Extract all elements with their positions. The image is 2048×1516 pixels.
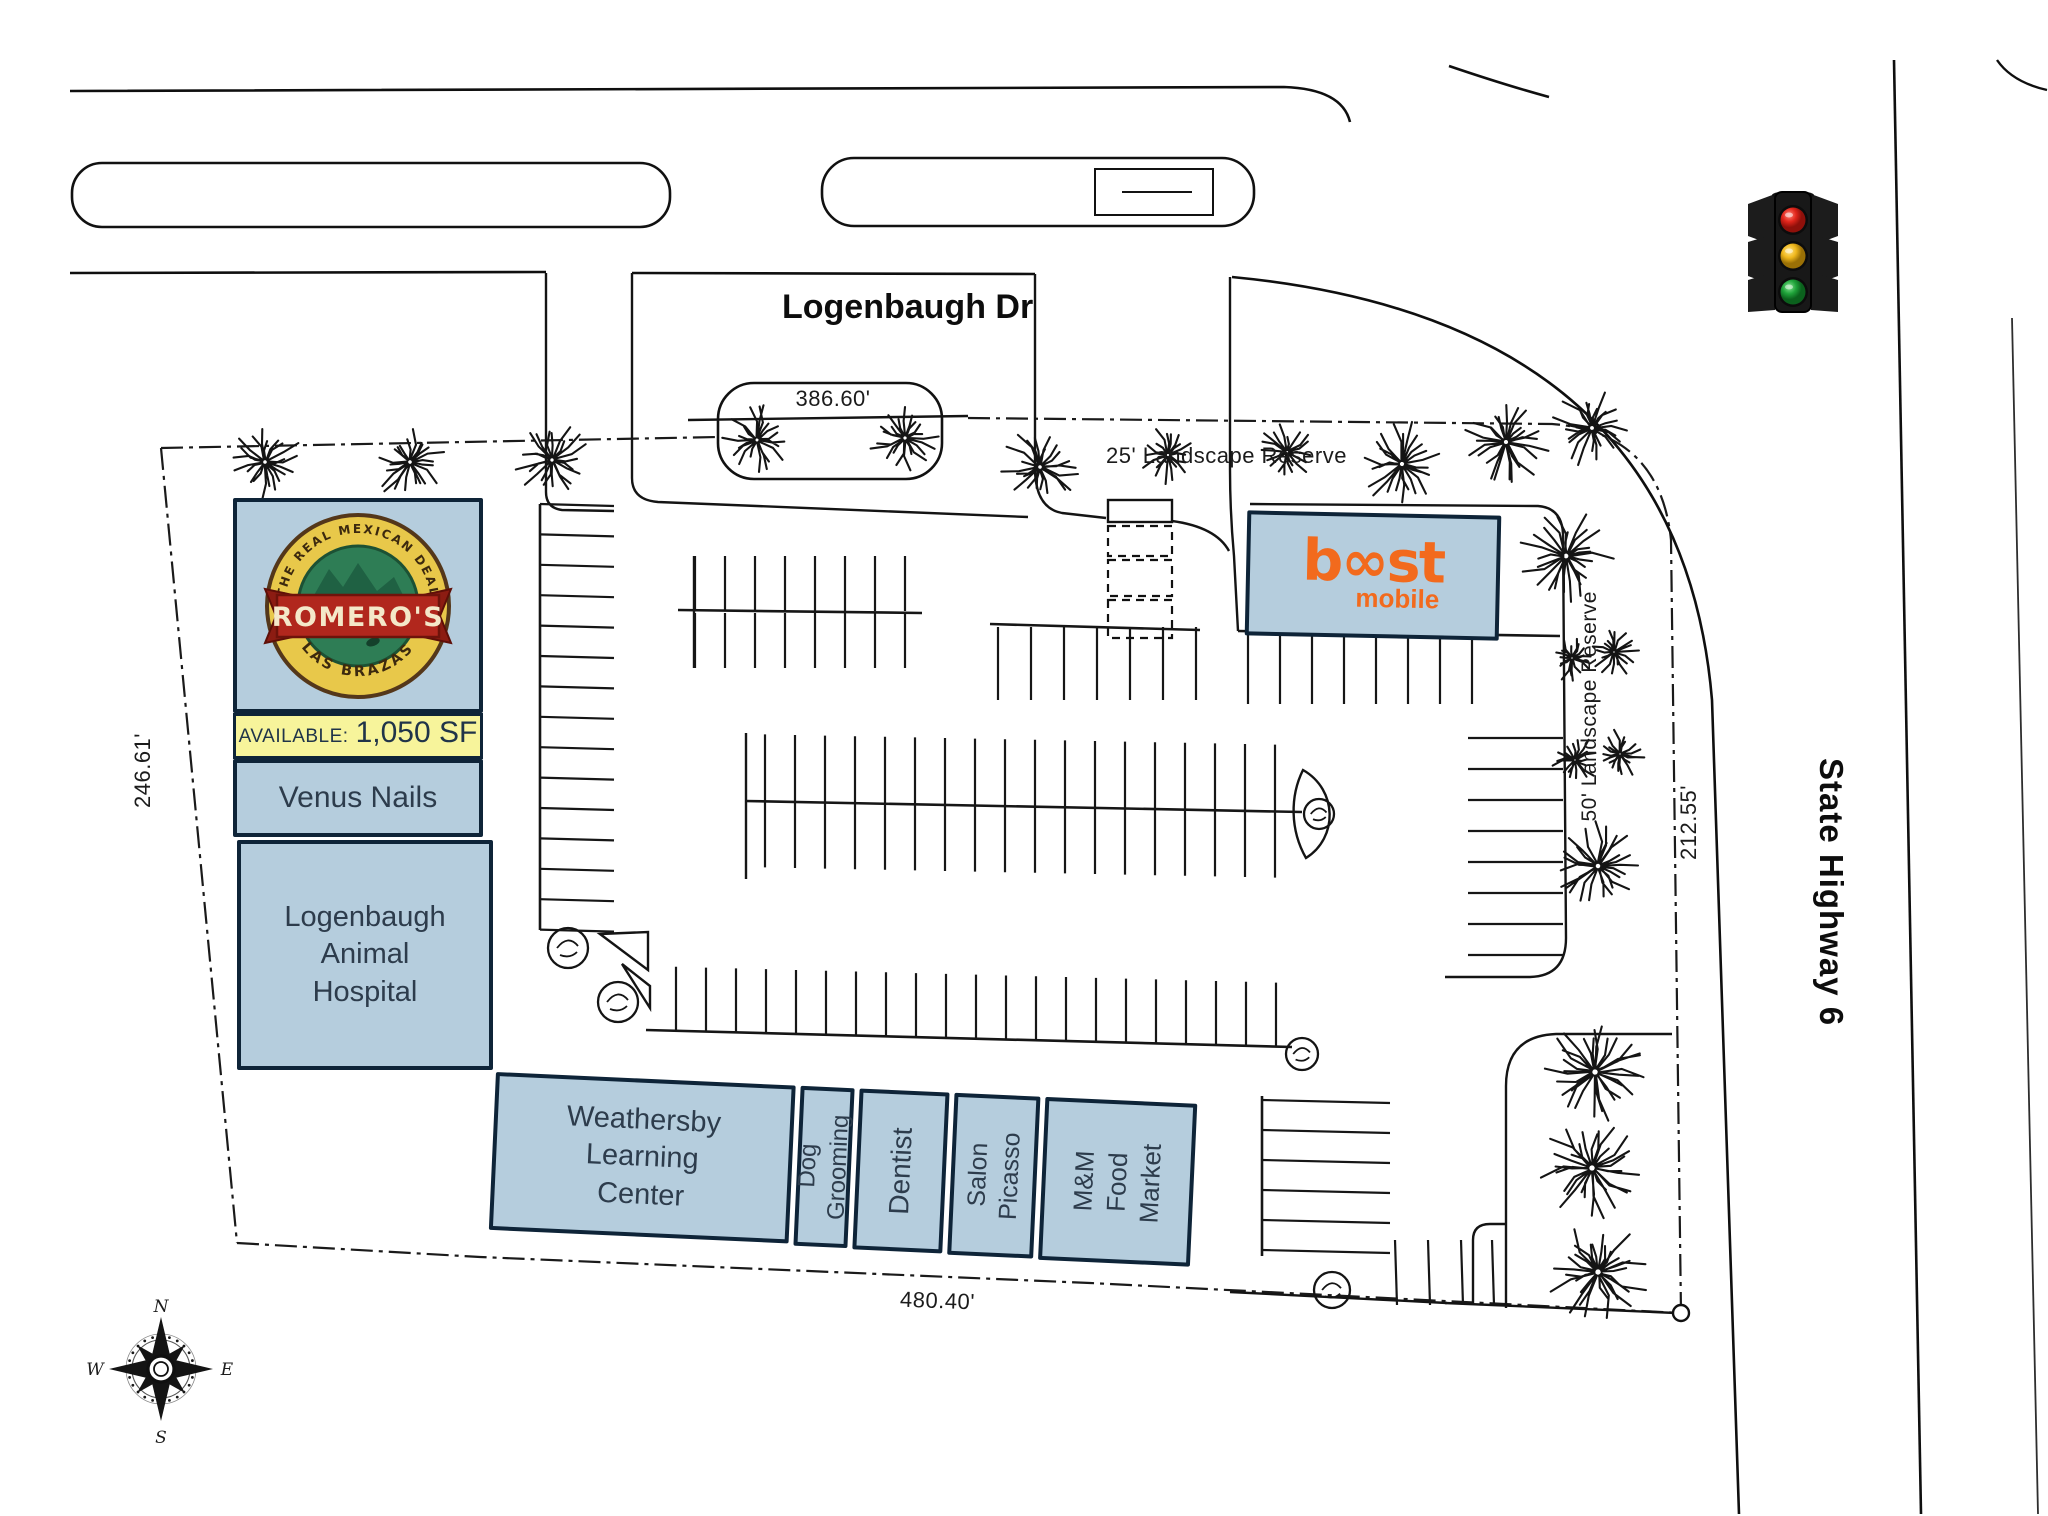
building-dog-grooming: Dog Grooming xyxy=(793,1085,855,1249)
tree-icon xyxy=(1549,1228,1647,1319)
logenbaugh-dr-label: Logenbaugh Dr xyxy=(782,288,1034,326)
building-venus-nails: Venus Nails xyxy=(233,759,483,837)
tree-icon xyxy=(1551,738,1597,780)
tree-icon xyxy=(1363,420,1441,504)
dentist-label: Dentist xyxy=(883,1126,918,1216)
compass-e: E xyxy=(220,1360,234,1380)
tree-icon xyxy=(1464,403,1550,483)
tree-icon xyxy=(1559,820,1640,902)
tree-icon xyxy=(1260,423,1312,476)
trees xyxy=(232,391,1647,1319)
tree-icon xyxy=(1552,391,1628,467)
tree-icon xyxy=(1000,433,1079,495)
tree-icon xyxy=(1142,428,1192,486)
bush-icon xyxy=(596,980,640,1024)
building-mm-food-market: M&M Food Market xyxy=(1038,1096,1198,1267)
tree-icon xyxy=(1539,1126,1641,1220)
green-light xyxy=(1780,279,1806,305)
tree-icon xyxy=(514,426,587,491)
tree-icon xyxy=(1602,728,1646,776)
yellow-light xyxy=(1780,243,1806,269)
dog-grooming-label: Dog Grooming xyxy=(793,1114,855,1221)
available-area: 1,050 SF xyxy=(355,716,478,749)
traffic-light-icon xyxy=(1748,191,1838,313)
road-edges xyxy=(69,59,2048,1515)
building-salon-picasso: Salon Picasso xyxy=(947,1092,1041,1259)
south-building-strip: Weathersby Learning Center Dog Grooming … xyxy=(488,1072,1198,1267)
boost-sub: mobile xyxy=(1355,582,1440,615)
salon-picasso-label: Salon Picasso xyxy=(962,1132,1026,1221)
bush-icon xyxy=(1284,1036,1320,1072)
boost-logo: b∞st mobile xyxy=(1301,528,1445,615)
landscape-reserve-25-label: 25' Landscape Reserve xyxy=(1106,443,1347,468)
bush-icon xyxy=(1312,1270,1352,1310)
landscape-reserve-50-label: 50' Landscape Reserve xyxy=(1578,590,1601,822)
romeros-logo: THE REAL MEXICAN DEAL ROMERO'S LAS BRAZA… xyxy=(263,512,453,699)
road-islands xyxy=(70,156,1256,481)
compass-n: N xyxy=(153,1297,170,1317)
tree-icon xyxy=(1519,513,1615,603)
tree-icon xyxy=(1543,1025,1645,1122)
dim-north-frontage: 386.60' xyxy=(795,386,871,411)
dim-east: 212.55' xyxy=(1676,784,1701,860)
building-weathersby: Weathersby Learning Center xyxy=(488,1072,796,1244)
building-romeros: THE REAL MEXICAN DEAL ROMERO'S LAS BRAZA… xyxy=(233,498,483,713)
mm-food-market-label: M&M Food Market xyxy=(1067,1142,1168,1224)
entry-sign xyxy=(1106,498,1174,640)
tree-icon xyxy=(1591,629,1640,675)
available-label: AVAILABLE: xyxy=(238,726,349,747)
compass-w: W xyxy=(86,1360,105,1380)
tree-icon xyxy=(1555,637,1592,682)
building-boost-mobile: b∞st mobile xyxy=(1244,510,1502,641)
building-animal-hospital: Logenbaugh Animal Hospital xyxy=(237,840,493,1070)
ribbon-band xyxy=(275,593,441,638)
weathersby-label: Weathersby Learning Center xyxy=(566,1100,722,1213)
bush-icon xyxy=(546,926,590,970)
romeros-name: ROMERO'S xyxy=(272,602,445,633)
compass-s: S xyxy=(155,1428,167,1448)
dim-south: 480.40' xyxy=(899,1286,976,1315)
tree-icon xyxy=(232,427,300,503)
venus-nails-label: Venus Nails xyxy=(278,780,438,814)
tree-icon xyxy=(869,406,940,472)
bush-icon xyxy=(1302,797,1336,831)
butterfly-art xyxy=(366,637,380,646)
tree-icon xyxy=(721,404,786,473)
compass-rose: N E S W xyxy=(86,1297,234,1448)
red-light xyxy=(1780,207,1806,233)
tree-icon xyxy=(378,428,446,493)
state-highway-6-label: State Highway 6 xyxy=(1813,757,1850,1027)
animal-hospital-label: Logenbaugh Animal Hospital xyxy=(284,901,446,1008)
building-dentist: Dentist xyxy=(852,1088,950,1254)
markers xyxy=(1671,1303,1691,1323)
dim-west: 246.61' xyxy=(130,732,155,808)
parking-stripes xyxy=(538,502,1563,1306)
available-suite: AVAILABLE: 1,050 SF xyxy=(233,713,483,759)
